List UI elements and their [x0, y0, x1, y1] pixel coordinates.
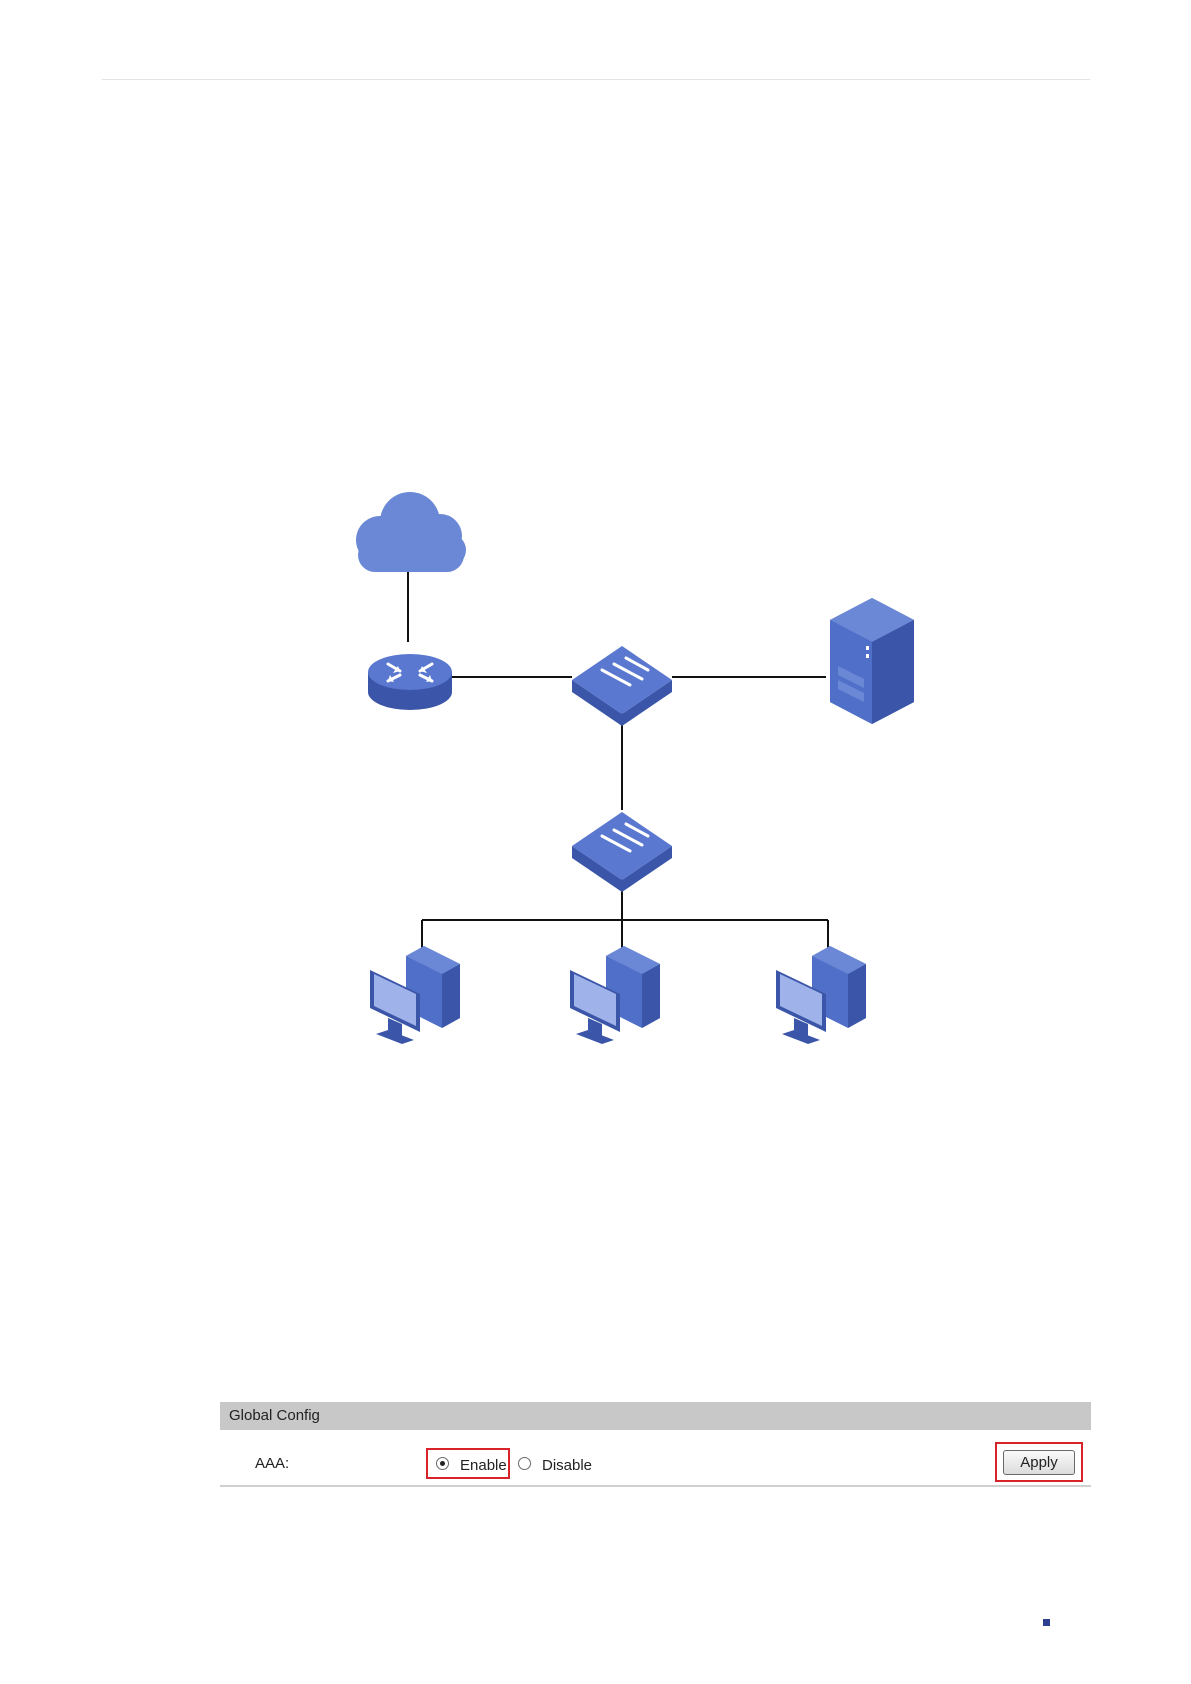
page-marker: [1043, 1619, 1050, 1626]
enable-highlight-box: [426, 1448, 510, 1479]
global-config-panel: Global Config AAA: Enable Disable Apply: [220, 1402, 1091, 1486]
header-rule: [102, 79, 1090, 80]
panel-header: Global Config: [220, 1402, 1091, 1430]
pc-icon: [776, 946, 866, 1044]
cloud-icon: [356, 492, 466, 572]
disable-radio-label[interactable]: Disable: [542, 1457, 592, 1474]
panel-bottom-rule: [220, 1485, 1091, 1487]
panel-title: Global Config: [229, 1407, 320, 1424]
apply-highlight-box: [995, 1442, 1083, 1482]
router-icon: [368, 654, 452, 710]
network-topology-diagram: [330, 480, 950, 1080]
topology-links: [408, 572, 828, 976]
access-switch-icon: [572, 812, 672, 892]
disable-radio[interactable]: [518, 1457, 531, 1470]
aaa-label: AAA:: [255, 1455, 289, 1472]
pc-icon: [570, 946, 660, 1044]
pc-icon: [370, 946, 460, 1044]
server-icon: [830, 598, 914, 724]
core-switch-icon: [572, 646, 672, 726]
